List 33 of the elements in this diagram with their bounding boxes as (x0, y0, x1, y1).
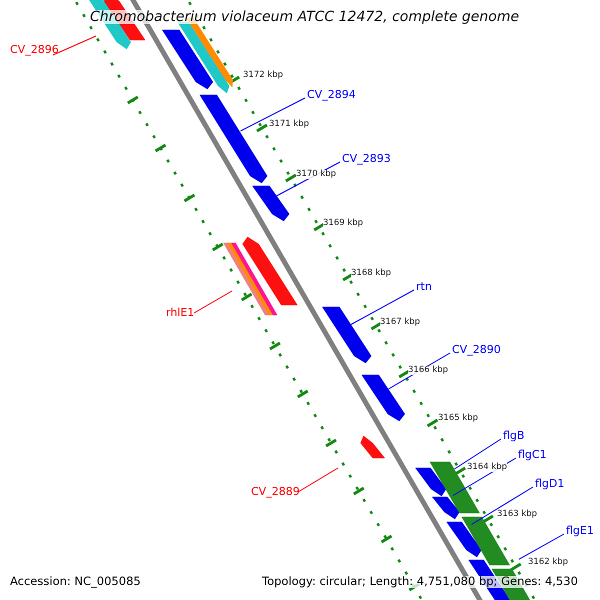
footer-text: Accession: NC_005085 (10, 576, 141, 588)
gene-label: CV_2896 (10, 44, 59, 55)
gene-label: rhlE1 (166, 307, 194, 318)
gene-label: flgD1 (535, 478, 564, 489)
gene-label: flgE1 (566, 525, 594, 536)
scale-label: 3170 kbp (296, 170, 336, 178)
gene-label: flgB (503, 430, 524, 441)
gene-label: CV_2894 (307, 89, 356, 100)
gene-label: flgC1 (518, 449, 547, 460)
leader-line (454, 438, 502, 470)
footer-text: Topology: circular; Length: 4,751,080 bp; Genes: 4,530 (262, 576, 578, 588)
leader-line (350, 290, 414, 325)
leader-line (298, 468, 338, 492)
leader-line (471, 486, 534, 525)
gene-label: rtn (416, 281, 432, 292)
scale-label: 3164 kbp (467, 463, 508, 472)
scale-label: 3166 kbp (408, 366, 448, 374)
scale-label: 3162 kbp (528, 558, 568, 566)
gene-label: CV_2890 (452, 344, 501, 355)
scale-label: 3163 kbp (497, 510, 538, 518)
gene-label: CV_2893 (342, 153, 391, 164)
leader-line (52, 36, 96, 56)
scale-label: 3168 kbp (351, 269, 392, 278)
scale-label: 3165 kbp (438, 414, 478, 422)
gene-label: CV_2889 (251, 486, 300, 497)
scale-label: 3172 kbp (243, 71, 284, 80)
leader-line (240, 98, 306, 132)
scale-label: 3171 kbp (269, 120, 310, 128)
title: Chromobacterium violaceum ATCC 12472, complete genome (90, 10, 520, 24)
leader-line (518, 534, 564, 560)
scale-label: 3167 kbp (380, 318, 420, 326)
leader-line (194, 290, 232, 314)
scale-label: 3169 kbp (323, 219, 364, 228)
